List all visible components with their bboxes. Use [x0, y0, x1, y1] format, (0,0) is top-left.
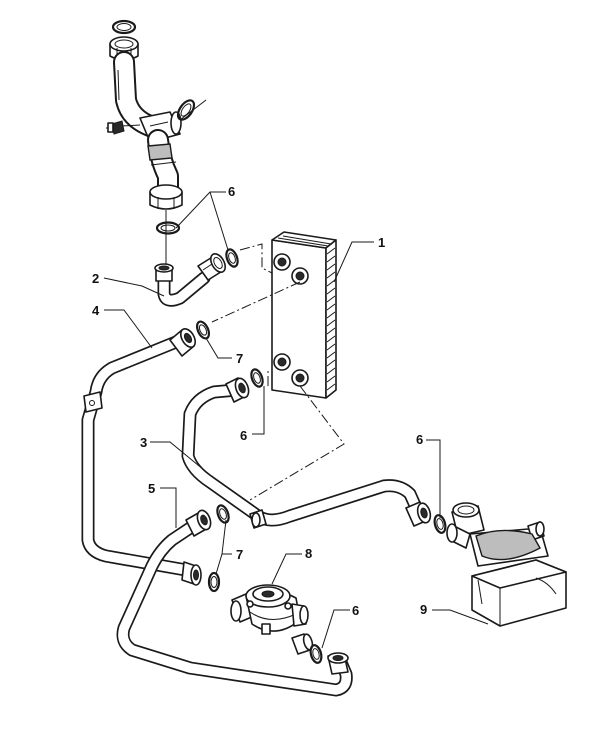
- bleed-screw: [106, 120, 141, 135]
- pipe-5: [116, 509, 353, 697]
- pump-assembly: [446, 502, 567, 627]
- top-seal-ring: [111, 19, 137, 35]
- seal-ring-7-lower: [207, 571, 221, 593]
- callout-6-right: 6: [416, 432, 423, 447]
- axis-line-upper: [211, 281, 301, 323]
- seal-ring-6-mid: [250, 368, 264, 388]
- flow-sensor: [230, 584, 314, 655]
- callout-6-top: 6: [228, 184, 235, 199]
- exchanger-port-bl: [273, 353, 291, 371]
- exchanger-port-tl: [273, 253, 291, 271]
- pipe-4: [81, 328, 202, 586]
- callout-7-lower: 7: [236, 547, 243, 562]
- exchanger-port-tr: [291, 267, 309, 285]
- pipe-3-nut-end: [405, 501, 432, 527]
- top-inlet-assembly: [106, 19, 207, 270]
- seal-ring-upper: [155, 221, 181, 235]
- pipe-3-nut-top: [225, 377, 250, 403]
- seal-ring-6-left: [216, 504, 230, 524]
- callout-3: 3: [140, 435, 147, 450]
- pipe-2-stub: [154, 263, 174, 282]
- seal-ring-6-right: [433, 514, 447, 534]
- leader-lines: [103, 191, 489, 649]
- callout-2: 2: [92, 271, 99, 286]
- callout-1: 1: [378, 235, 385, 250]
- pipe-5-nut-end: [327, 652, 349, 675]
- seal-ring-7-top: [195, 320, 211, 340]
- callout-8: 8: [305, 546, 312, 561]
- callout-7-top: 7: [236, 351, 243, 366]
- pipe-2-nut: [197, 253, 227, 281]
- pipe-4-nut-bottom: [181, 561, 202, 586]
- callout-5: 5: [148, 481, 155, 496]
- callout-6-bottom: 6: [352, 603, 359, 618]
- lower-union-nut: [149, 184, 183, 210]
- seal-ring-6-bottom: [309, 644, 323, 664]
- pipe-4-nut-top: [169, 328, 197, 357]
- pipe-3: [181, 377, 432, 529]
- pipe-3-stub: [249, 509, 267, 529]
- callout-6-middle: 6: [240, 428, 247, 443]
- heat-exchanger: [271, 231, 337, 399]
- callouts: 1 2 3 4 5 6 6 6 6 7 7 8 9: [92, 184, 427, 618]
- exchanger-port-br: [291, 369, 309, 387]
- pipe-5-nut-top: [185, 509, 212, 537]
- callout-9: 9: [420, 602, 427, 617]
- axis-line-lower: [249, 385, 345, 501]
- callout-4: 4: [92, 303, 100, 318]
- pipe-2-elbow: [154, 243, 275, 307]
